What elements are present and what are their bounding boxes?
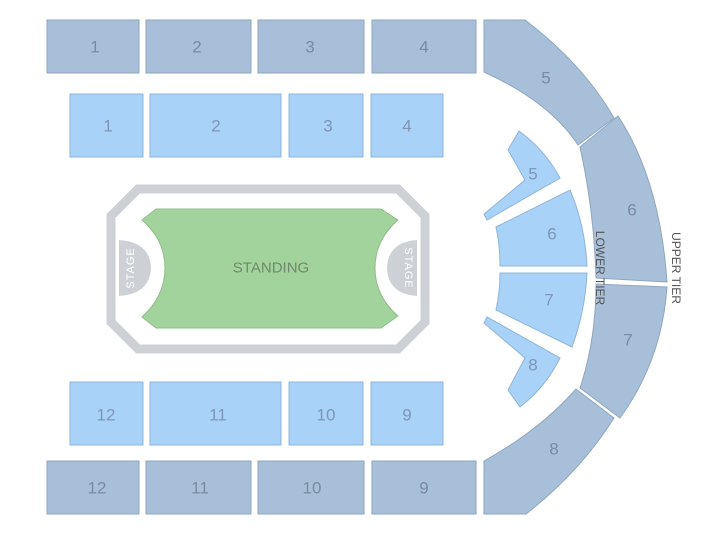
upper-section-7[interactable]: 7	[579, 283, 668, 419]
upper-section-7-label: 7	[623, 331, 632, 350]
upper-section-12-label: 12	[88, 479, 107, 498]
lower-section-9-label: 9	[402, 406, 411, 425]
upper-section-10[interactable]: 10	[257, 460, 365, 515]
stage-left[interactable]: STAGE	[119, 240, 151, 296]
upper-section-3[interactable]: 3	[257, 19, 365, 74]
standing-label: STANDING	[233, 260, 309, 277]
upper-section-2-label: 2	[192, 38, 201, 57]
lower-section-7[interactable]: 7	[495, 272, 588, 348]
upper-section-12[interactable]: 12	[46, 460, 140, 515]
stage-left-label: STAGE	[125, 247, 137, 288]
lower-section-11[interactable]: 11	[149, 381, 282, 446]
lower-section-10-label: 10	[317, 406, 336, 425]
upper-section-4-label: 4	[419, 38, 428, 57]
lower-section-2[interactable]: 2	[149, 93, 282, 158]
upper-section-5[interactable]: 5	[483, 19, 615, 146]
upper-section-6[interactable]: 6	[579, 115, 668, 283]
lower-section-7-label: 7	[544, 291, 553, 310]
upper-section-9[interactable]: 9	[371, 460, 477, 515]
upper-section-3-label: 3	[305, 38, 314, 57]
lower-section-3[interactable]: 3	[288, 93, 364, 158]
lower-section-4-label: 4	[402, 117, 411, 136]
upper-section-5-label: 5	[541, 69, 550, 88]
lower-section-11-label: 11	[209, 406, 227, 425]
lower-section-1[interactable]: 1	[69, 93, 144, 158]
lower-section-6-label: 6	[547, 225, 556, 244]
upper-section-11-label: 11	[191, 479, 209, 498]
upper-section-6-label: 6	[627, 201, 636, 220]
lower-section-2-label: 2	[211, 117, 220, 136]
upper-section-9-label: 9	[419, 479, 428, 498]
lower-section-5-label: 5	[528, 165, 537, 184]
lower-section-4[interactable]: 4	[370, 93, 444, 158]
upper-section-11[interactable]: 11	[145, 460, 252, 515]
upper-section-2[interactable]: 2	[145, 19, 252, 74]
upper-section-1[interactable]: 1	[46, 19, 140, 74]
lower-section-9[interactable]: 9	[370, 381, 444, 446]
lower-section-6[interactable]: 6	[495, 189, 588, 267]
upper-section-10-label: 10	[303, 479, 322, 498]
lower-section-8[interactable]: 8	[483, 316, 561, 408]
lower-section-10[interactable]: 10	[288, 381, 364, 446]
lower-section-3-label: 3	[323, 117, 332, 136]
upper-section-1-label: 1	[90, 38, 99, 57]
upper-section-8-label: 8	[549, 440, 558, 459]
standing-area[interactable]: STANDING	[141, 208, 399, 329]
lower-section-12[interactable]: 12	[69, 381, 144, 446]
lower-section-12-label: 12	[97, 406, 116, 425]
upper-section-4[interactable]: 4	[371, 19, 477, 74]
lower-section-1-label: 1	[103, 117, 112, 136]
lower-section-8-label: 8	[528, 356, 537, 375]
stage-right-label: STAGE	[402, 247, 414, 288]
upper-tier-label: UPPER TIER	[669, 232, 683, 304]
lower-tier-label: LOWER TIER	[593, 231, 607, 306]
upper-section-8[interactable]: 8	[483, 388, 615, 515]
lower-section-5[interactable]: 5	[483, 130, 561, 221]
stage-right[interactable]: STAGE	[387, 240, 417, 296]
